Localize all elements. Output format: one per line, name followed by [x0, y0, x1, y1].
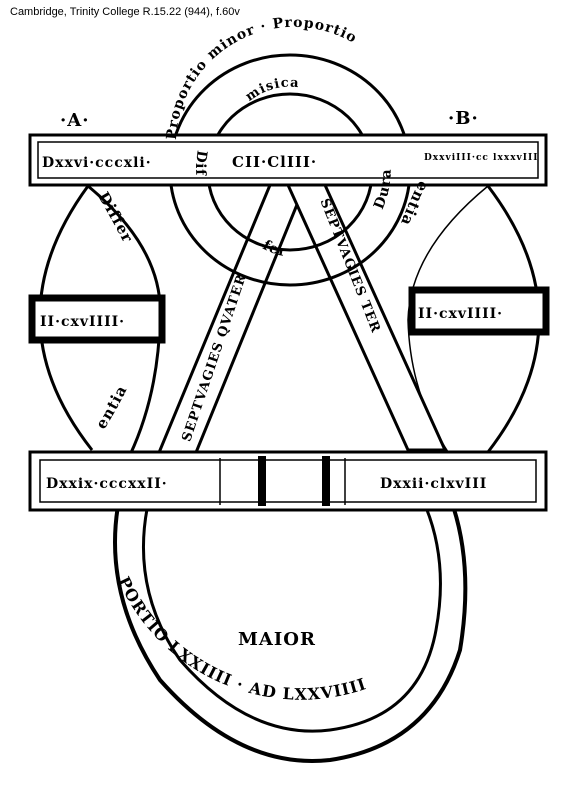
box-mid-right: II·cxvIIII· — [418, 306, 503, 322]
bottom-ring — [113, 491, 468, 763]
mid-right-bar — [408, 286, 550, 336]
box-bottom-left: Dxxix·cccxxII· — [46, 476, 168, 492]
top-ring-inner-top-textpath: misica — [243, 76, 299, 105]
corner-label-b: ·B· — [448, 108, 479, 129]
bottom-bar — [28, 450, 548, 512]
arc-left-lower-textpath: entia — [92, 382, 130, 432]
folio-caption: Cambridge, Trinity College R.15.22 (944)… — [10, 6, 240, 18]
top-ring-inner-left-textpath: Dif — [192, 149, 209, 176]
top-ring-inner-top: misica — [243, 76, 300, 105]
top-ring-outer-text: Proportio minor · Proportio — [164, 15, 360, 141]
arc-left-upper-textpath: Differ — [94, 189, 136, 246]
mid-left-bar — [28, 294, 166, 344]
corner-label-a: ·A· — [60, 110, 90, 131]
box-top-center: CII·ClIII· — [232, 153, 317, 171]
bottom-center-label: MAIOR — [238, 629, 316, 650]
box-top-right: DxxviIII·cc lxxxvIII — [424, 153, 538, 163]
box-mid-left: II·cxvIIII· — [40, 314, 125, 330]
box-bottom-right: Dxxii·clxvIII — [380, 476, 487, 492]
top-ring-inner-left: Dif — [192, 149, 210, 176]
arc-left-lower: entia — [92, 382, 131, 432]
box-top-left: Dxxvi·cccxli· — [42, 155, 152, 171]
leg-left-text: SEPTVAGIES QVATER — [179, 272, 250, 444]
top-ring-outer-textpath: Proportio minor · Proportio — [164, 15, 359, 141]
top-bar — [28, 133, 548, 187]
arc-left-upper: Differ — [94, 189, 137, 246]
leg-left-textpath: SEPTVAGIES QVATER — [179, 272, 249, 444]
